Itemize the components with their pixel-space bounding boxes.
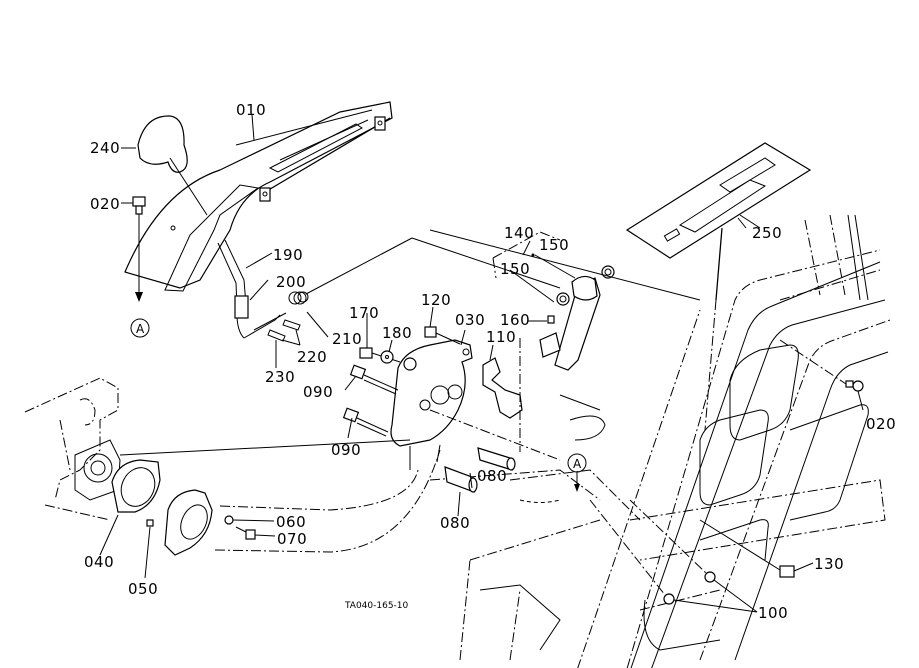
drawing-code: TA040-165-10 [344,601,409,611]
callout-020: 020 [866,415,896,433]
callout-060: 060 [276,513,306,531]
shift-rod [217,239,287,339]
callout-050: 050 [128,580,158,598]
shift-housing [390,339,561,470]
reference-marker-a-left: A [130,318,150,338]
callout-220: 220 [297,348,327,366]
callout-180: 180 [382,324,412,342]
transmission-case [24,377,121,521]
callout-160: 160 [500,311,530,329]
bolt-020-left [132,196,146,302]
callout-120: 120 [421,291,451,309]
bolt-120 [424,326,461,345]
bracket-110 [482,338,523,452]
callout-150: 150 [539,236,569,254]
callout-140: 140 [504,224,534,242]
bolts-090 [342,364,399,437]
callout-100: 100 [758,604,788,622]
reference-marker-label: A [136,322,145,336]
washer-180 [380,350,394,364]
tractor-frame [429,214,891,668]
callout-150: 150 [500,260,530,278]
lever-guide-plate [124,101,393,292]
callout-090: 090 [331,441,361,459]
shift-arm-140 [429,229,701,371]
callout-130: 130 [814,555,844,573]
leader-lines [99,114,864,613]
pins-220 [267,319,301,342]
nuts-100 [589,499,716,605]
callout-110: 110 [486,328,516,346]
callout-190: 190 [273,246,303,264]
reference-marker-a-right: A [567,453,587,492]
callout-230: 230 [265,368,295,386]
callout-labels: 010 240 020 190 200 210 220 230 170 180 … [84,101,896,622]
callout-040: 040 [84,553,114,571]
cover-050 [146,489,213,556]
callout-250: 250 [752,224,782,242]
callout-020: 020 [90,195,120,213]
callout-210: 210 [332,330,362,348]
callout-240: 240 [90,139,120,157]
callout-090: 090 [303,383,333,401]
cable-lower [214,449,441,553]
bolt-020-right [779,339,864,392]
collars-080 [444,447,516,493]
spring-210 [288,237,561,305]
bolt-070 [235,526,256,540]
callout-080: 080 [440,514,470,532]
bolt-170 [359,347,401,363]
cover-plate-250 [625,142,812,431]
axis-line [119,439,411,456]
reference-marker-label: A [573,457,582,471]
washer-060 [224,515,234,525]
callout-170: 170 [349,304,379,322]
shift-knob [137,115,208,216]
callout-030: 030 [455,311,485,329]
callout-080: 080 [477,467,507,485]
callout-200: 200 [276,273,306,291]
callout-010: 010 [236,101,266,119]
bolt-130 [699,519,795,578]
gasket-040 [111,459,161,513]
callout-070: 070 [277,530,307,548]
cable-upper [219,469,419,511]
